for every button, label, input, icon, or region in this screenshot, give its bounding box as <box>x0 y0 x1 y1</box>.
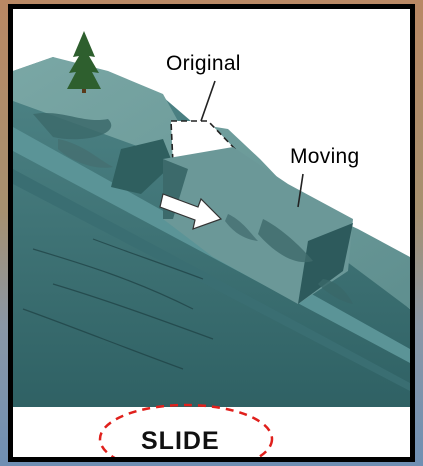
original-label: Original <box>166 52 241 76</box>
slide-illustration <box>13 9 410 457</box>
moving-label: Moving <box>290 145 360 169</box>
original-pointer-line <box>201 81 215 121</box>
diagram-panel: Original Moving SLIDE <box>13 9 410 457</box>
slide-caption: SLIDE <box>141 427 220 456</box>
